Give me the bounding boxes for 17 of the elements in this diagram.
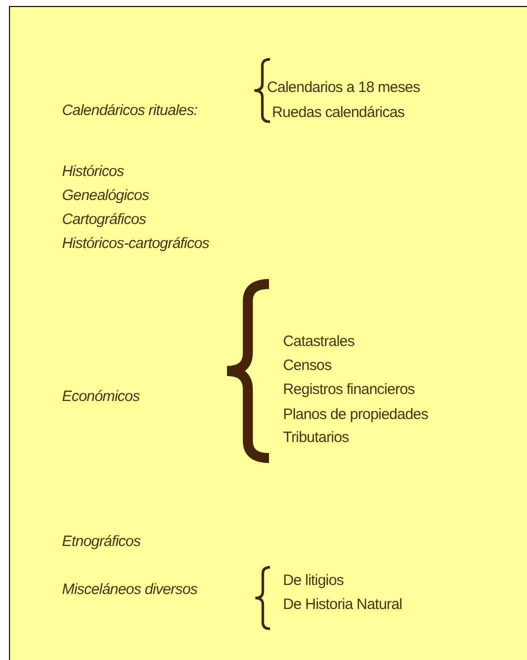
subcategory-label: Registros financieros [283,381,415,399]
category-label: Etnográficos [62,533,141,551]
category-label: Históricos-cartográficos [62,235,210,253]
subcategory-label: Ruedas calendáricas [272,104,404,122]
subcategory-label: De Historia Natural [283,596,402,614]
category-label: Cartográficos [62,211,146,229]
category-label: Genealógicos [62,187,149,205]
subcategory-label: De litigios [283,572,344,590]
category-label: Históricos [62,163,124,181]
category-label: Calendáricos rituales: [62,102,198,120]
category-label: Misceláneos diversos [62,581,198,599]
subcategory-label: Calendarios a 18 meses [267,79,420,97]
category-label: Económicos [62,388,140,406]
subcategory-label: Catastrales [283,333,354,351]
subcategory-label: Planos de propiedades [283,406,428,424]
subcategory-label: Tributarios [283,429,349,447]
subcategory-label: Censos [283,357,332,375]
